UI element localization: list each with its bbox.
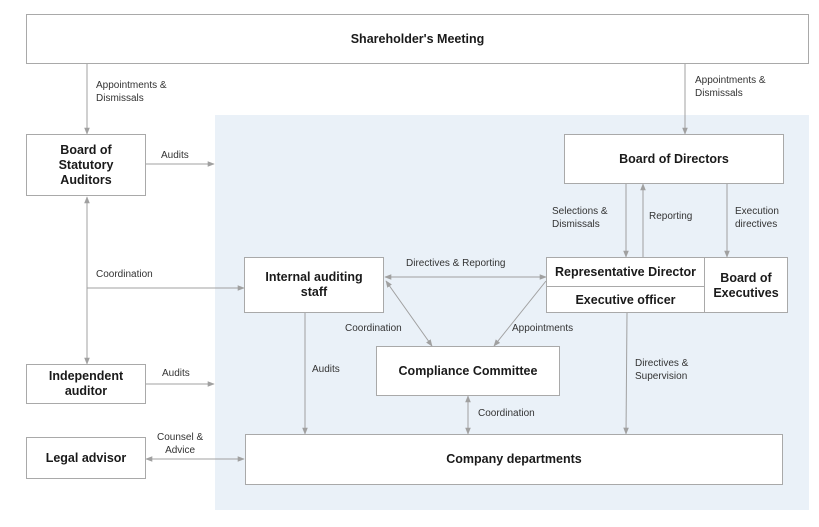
directives-supervision-label: Directives & Supervision — [635, 358, 689, 382]
execution-directives-label: Execution directives — [735, 206, 779, 230]
appointments-dismissals-right-label: Appointments & Dismissals — [695, 75, 766, 99]
representative-director-label: Representative Director — [554, 265, 697, 279]
board-of-directors-label: Board of Directors — [619, 151, 729, 166]
coordination-left-label: Coordination — [96, 269, 153, 280]
compliance-committee-box: Compliance Committee — [376, 346, 560, 396]
shareholders-meeting-box: Shareholder's Meeting — [26, 14, 809, 64]
group-horizontal-divider — [547, 286, 704, 287]
appointments-dismissals-left-label: Appointments & Dismissals — [96, 80, 167, 104]
board-of-directors-box: Board of Directors — [564, 134, 784, 184]
group-vertical-divider — [704, 258, 705, 312]
appointments-center-label: Appointments — [512, 323, 574, 334]
representative-director-group: Representative Director Executive office… — [546, 257, 788, 313]
arrow-internal-compliance-coordination — [385, 280, 433, 347]
coordination-internal-label: Coordination — [345, 323, 402, 334]
independent-auditor-box: Independent auditor — [26, 364, 146, 404]
legal-advisor-label: Legal advisor — [45, 450, 127, 465]
coordination-compliance-label: Coordination — [478, 408, 535, 419]
directives-reporting-label: Directives & Reporting — [406, 258, 506, 269]
internal-auditing-staff-label: Internal auditing staff — [265, 270, 363, 299]
audits-internal-label: Audits — [312, 364, 340, 375]
internal-auditing-staff-box: Internal auditing staff — [244, 257, 384, 313]
company-departments-box: Company departments — [245, 434, 783, 485]
executive-officer-label: Executive officer — [575, 293, 676, 307]
legal-advisor-box: Legal advisor — [26, 437, 146, 479]
counsel-advice-label: Counsel & Advice — [157, 432, 204, 456]
reporting-label: Reporting — [649, 211, 693, 222]
compliance-committee-label: Compliance Committee — [398, 363, 538, 378]
board-of-statutory-auditors-label: Board of Statutory Auditors — [58, 142, 114, 187]
audits-independent-label: Audits — [162, 368, 190, 379]
audits-statutory-label: Audits — [161, 150, 189, 161]
arrow-directives-supervision — [623, 312, 629, 435]
arrow-appointments-to-compliance — [493, 280, 547, 347]
company-departments-label: Company departments — [446, 452, 582, 466]
independent-auditor-label: Independent auditor — [48, 369, 124, 398]
selections-dismissals-label: Selections & Dismissals — [552, 206, 608, 230]
shareholders-meeting-label: Shareholder's Meeting — [350, 31, 485, 46]
board-of-executives-label: Board of Executives — [713, 271, 779, 300]
board-of-statutory-auditors-box: Board of Statutory Auditors — [26, 134, 146, 196]
